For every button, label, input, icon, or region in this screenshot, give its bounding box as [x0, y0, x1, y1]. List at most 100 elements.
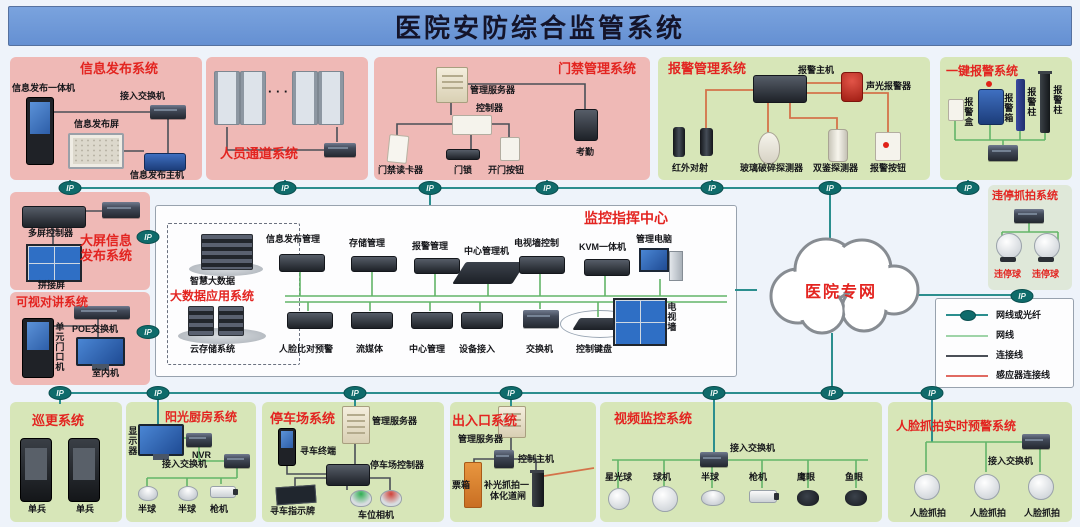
starlight-camera-icon	[608, 488, 630, 510]
legend-line-net	[946, 335, 988, 337]
alarm-box-icon	[948, 99, 964, 121]
device-label: 显示器	[127, 426, 138, 456]
device-label: 枪机	[210, 504, 229, 514]
patrol-handheld-icon	[68, 438, 100, 502]
bullet-camera-icon	[210, 486, 238, 498]
door-station-icon	[22, 318, 54, 378]
server-icon	[436, 67, 468, 103]
device-label: 控制键盘	[576, 344, 613, 354]
system-title: 报警管理系统	[668, 61, 747, 76]
device-label: 双鉴探测器	[813, 163, 859, 173]
device-label: 报警主机	[798, 65, 835, 75]
parking-camera-green-icon	[350, 490, 372, 507]
patrol-handheld-icon	[20, 438, 52, 502]
device-label: 报警盒	[963, 97, 974, 127]
device-label: 智慧大数据	[190, 276, 236, 286]
ip-node-label: IP	[1018, 292, 1026, 301]
device-label: 控制器	[476, 103, 504, 113]
ip-node-label: IP	[543, 184, 551, 193]
ticket-box-icon	[464, 462, 482, 508]
panel-bigscreen-publish: 多屏控制器 大屏信息 发布系统 拼接屏	[10, 192, 150, 290]
device-label: 报警管理	[412, 241, 449, 251]
info-kiosk-icon	[26, 97, 54, 165]
ip-node-label: IP	[351, 389, 359, 398]
device-label: 电视墙	[666, 302, 677, 332]
device-label: 信息发布一体机	[12, 83, 76, 93]
ip-node-label: IP	[281, 184, 289, 193]
device-label: 票箱	[452, 480, 471, 490]
panel-passage: · · · 人员通道系统	[206, 57, 368, 180]
switch-icon	[523, 310, 559, 328]
device-label: 单兵	[28, 504, 47, 514]
turnstile-gate-icon	[292, 71, 318, 125]
face-capture-camera-icon	[974, 474, 1000, 500]
device-label: 停车场控制器	[370, 460, 425, 470]
alarm-pole-icon	[1038, 71, 1052, 133]
device-label: 人脸抓拍	[910, 508, 947, 518]
ip-node-label: IP	[66, 184, 74, 193]
recorder-icon	[461, 312, 503, 329]
publish-screen-icon	[68, 133, 124, 169]
poe-switch-icon	[74, 306, 130, 319]
parking-controller-icon	[326, 464, 370, 486]
multiscreen-controller-icon	[22, 206, 86, 228]
kvm-icon	[584, 259, 630, 276]
device-label: 人脸抓拍	[970, 508, 1007, 518]
device-label: 鱼眼	[845, 472, 864, 482]
device-label: 人脸比对预警	[279, 344, 334, 354]
legend-box: 网线或光纤 网线 连接线 感应器连接线	[935, 298, 1074, 388]
panel-command-center: 监控指挥中心 智慧大数据 大数据应用系统 云存储系统 信息发布管理 存储管理 报…	[155, 205, 737, 377]
guidance-sign-icon	[275, 484, 317, 506]
green-lan-lines	[146, 119, 1059, 488]
device-label: 鹰眼	[797, 472, 816, 482]
legend-line-sensor	[946, 375, 988, 377]
dome-camera-icon	[138, 486, 158, 501]
dome-camera-icon	[701, 490, 725, 506]
panel-onekey-alarm: 一键报警系统 报警盒 报警箱 报警柱 报警柱	[940, 57, 1072, 180]
device-label: 接入交换机	[988, 456, 1034, 466]
publish-host-icon	[144, 153, 186, 171]
alarm-button-dot-icon	[883, 142, 889, 148]
legend-label: 感应器连接线	[996, 370, 1051, 380]
device-label: 单元门口机	[54, 322, 65, 372]
switch-icon	[324, 143, 356, 157]
panel-face-capture: 人脸抓拍实时预警系统 接入交换机 人脸抓拍 人脸抓拍 人脸抓拍	[888, 402, 1072, 522]
ip-node-label: IP	[826, 184, 834, 193]
system-title: 停车场系统	[270, 411, 336, 426]
device-label: 管理服务器	[470, 85, 516, 95]
ip-node-label: IP	[507, 389, 515, 398]
device-label: 管理服务器	[458, 434, 504, 444]
system-title: 出入口系统	[452, 413, 518, 428]
camera-base-icon	[1038, 257, 1054, 262]
device-label: 违停球	[994, 269, 1022, 279]
device-label: 拼接屏	[38, 280, 66, 290]
alarm-host-icon	[753, 75, 807, 103]
recorder-icon	[414, 258, 460, 274]
panel-access-control: 门禁管理系统 管理服务器 控制器 门禁读卡器 门锁 开门按钮 考勤	[374, 57, 650, 180]
device-label: 人脸抓拍	[1024, 508, 1061, 518]
turnstile-gate-icon	[214, 71, 240, 125]
tvwall-control-icon	[519, 256, 565, 274]
device-label: 违停球	[1032, 269, 1060, 279]
device-label: 中心管理	[409, 344, 446, 354]
card-reader-icon	[386, 134, 410, 164]
alarm-column-icon	[1016, 79, 1025, 131]
system-title: 大数据应用系统	[170, 289, 255, 303]
system-title: 视频监控系统	[614, 411, 693, 426]
device-label: 单兵	[76, 504, 95, 514]
device-label: 寻车终端	[300, 446, 337, 456]
face-capture-camera-icon	[1028, 474, 1054, 500]
system-title: 人脸抓拍实时预警系统	[896, 419, 1017, 433]
device-label: 球机	[653, 472, 672, 482]
barrier-gate-icon	[530, 470, 544, 507]
monitor-icon	[138, 424, 184, 460]
ip-node-label: IP	[426, 184, 434, 193]
device-label: 枪机	[749, 472, 768, 482]
attendance-icon	[574, 109, 598, 141]
device-label: 室内机	[92, 368, 120, 378]
ip-node-label: IP	[144, 328, 152, 337]
system-title: 监控指挥中心	[584, 210, 668, 226]
switch-icon	[224, 454, 250, 468]
ip-node-label: IP	[154, 389, 162, 398]
ip-node-icon	[960, 310, 976, 321]
